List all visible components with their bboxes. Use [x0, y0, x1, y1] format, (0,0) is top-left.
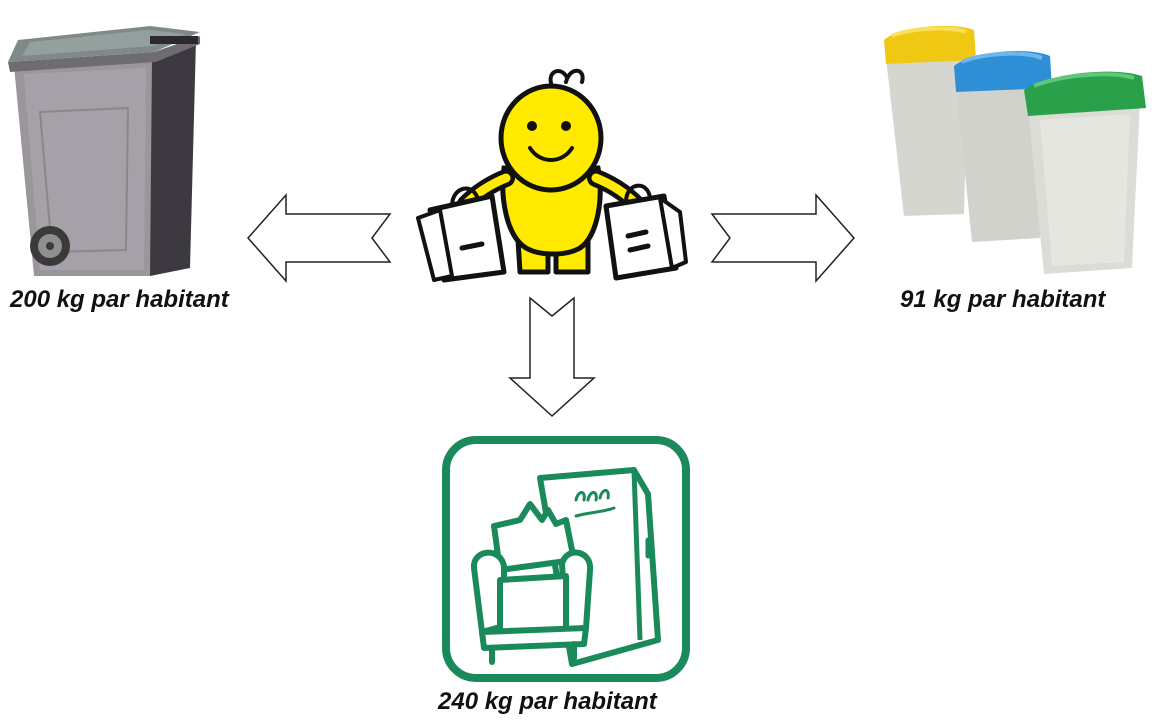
caption-left: 200 kg par habitant: [10, 286, 229, 313]
arrow-right-icon: [710, 193, 856, 283]
yellow-shopper-character-icon: [416, 68, 688, 283]
arrow-down-icon: [508, 296, 596, 418]
grey-wheelie-bin-icon: [8, 26, 200, 276]
caption-right: 91 kg par habitant: [900, 286, 1106, 313]
bulky-waste-furniture-icon: [442, 436, 690, 682]
arrow-left-icon: [246, 193, 392, 283]
caption-bottom: 240 kg par habitant: [438, 688, 657, 715]
sorting-bins-icon: [884, 25, 1146, 274]
